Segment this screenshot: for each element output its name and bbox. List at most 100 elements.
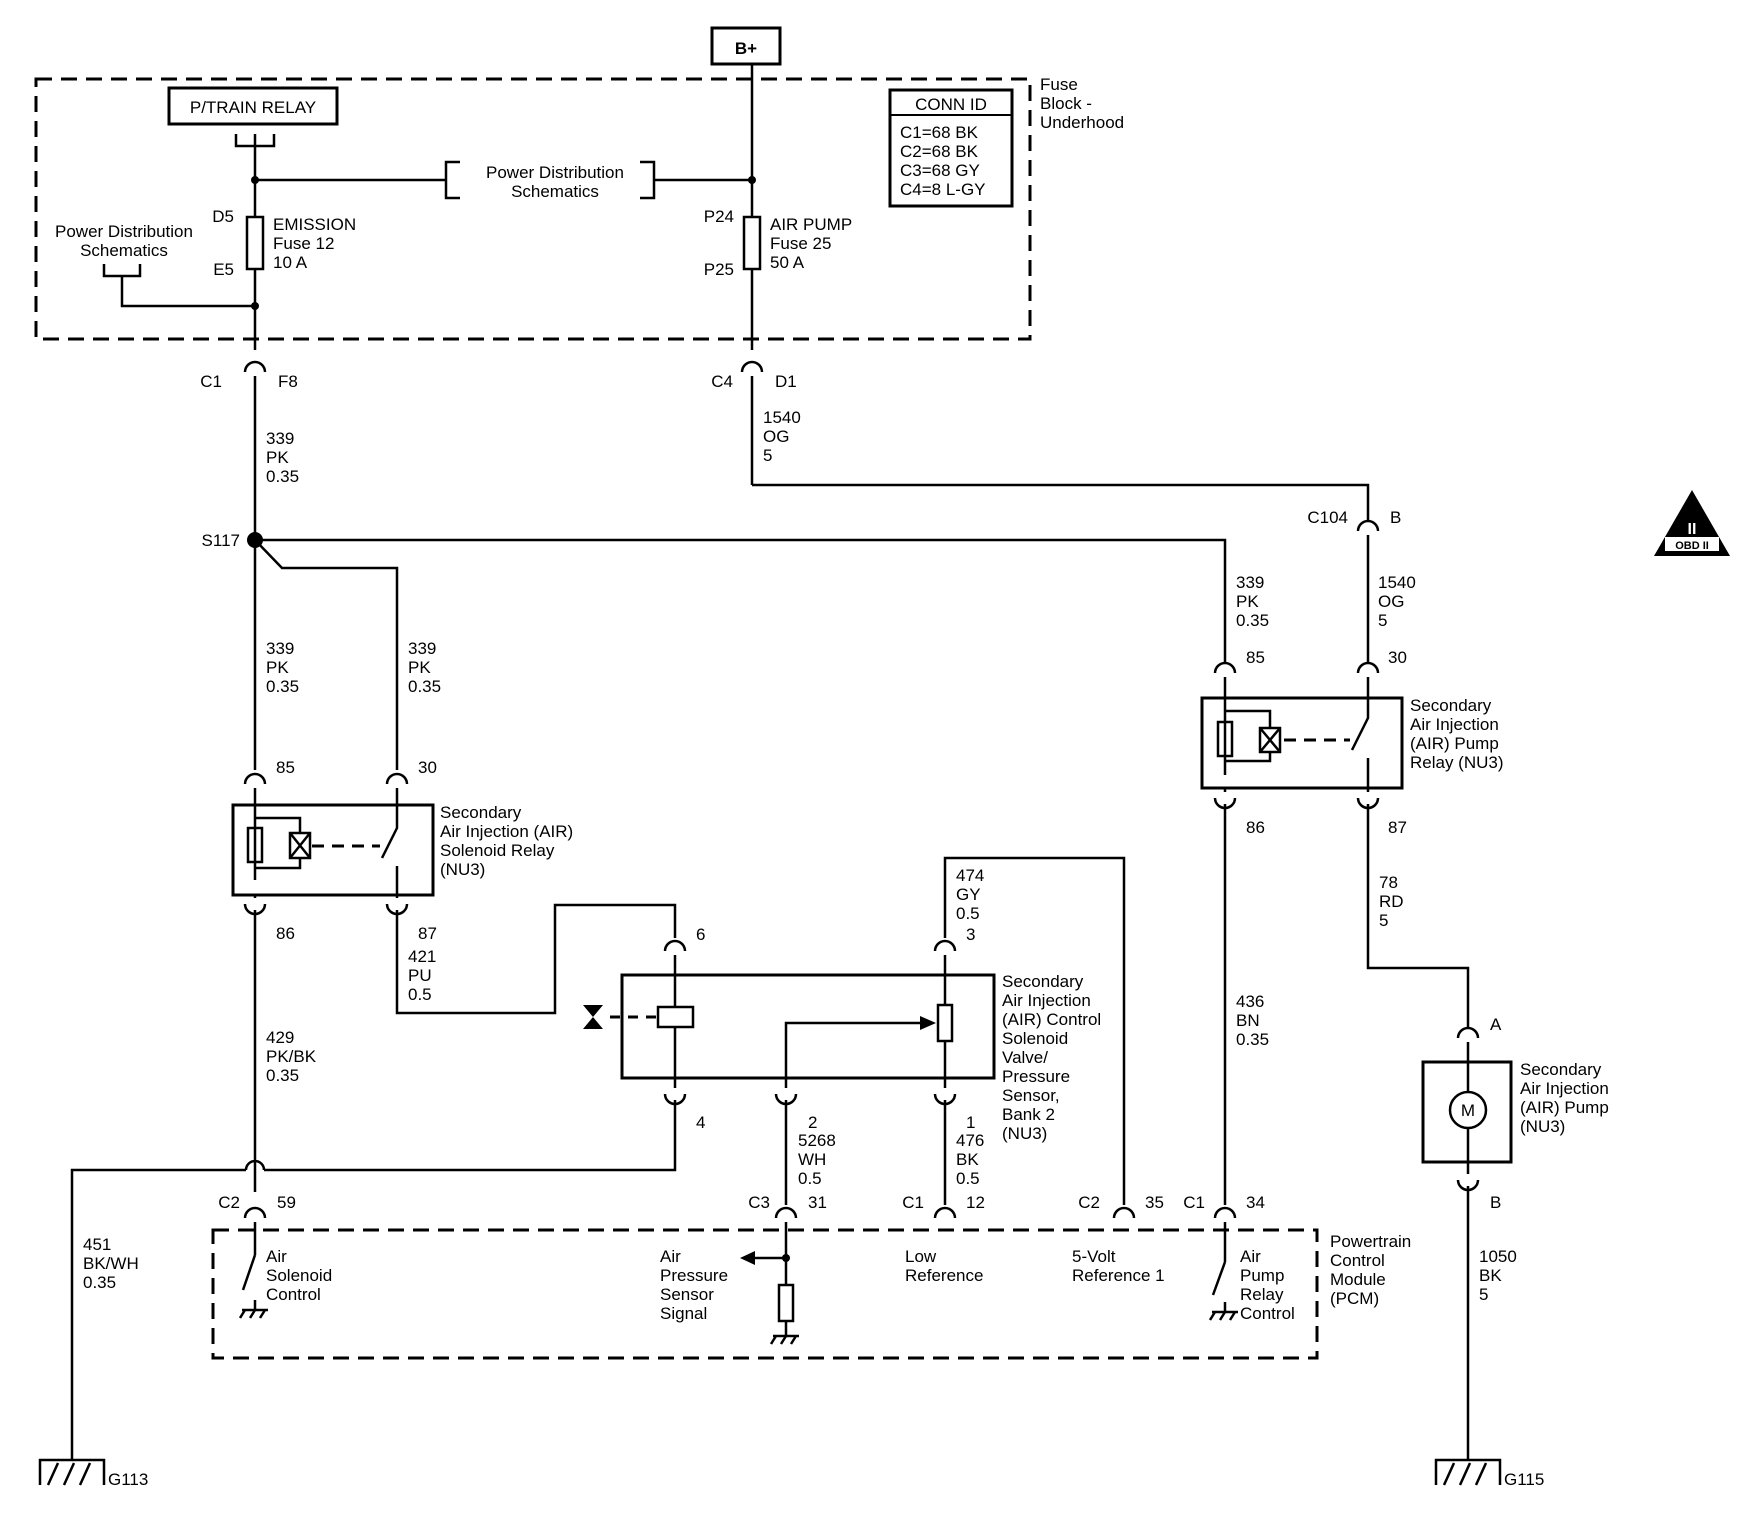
wire-451-color: BK/WH <box>83 1254 139 1273</box>
pump-pinA: A <box>1490 1015 1502 1034</box>
control-valve-label-2: Air Injection <box>1002 991 1091 1010</box>
obd-ii-numeral: II <box>1688 521 1697 538</box>
fuse-block-label-3: Underhood <box>1040 113 1124 132</box>
emission-fuse-out: E5 <box>213 260 234 279</box>
pr-pin85: 85 <box>1246 648 1265 667</box>
wire-451-num: 451 <box>83 1235 111 1254</box>
connector-c4-d1 <box>740 360 764 373</box>
control-valve-label-5: Valve/ <box>1002 1048 1048 1067</box>
solenoid-relay-label-1: Secondary <box>440 803 522 822</box>
wire-78-color: RD <box>1379 892 1404 911</box>
ptrain-relay-box <box>167 86 339 126</box>
pcm-pump-relay-4: Control <box>1240 1304 1295 1323</box>
sr-pin30: 30 <box>418 758 437 777</box>
wire-1540-b-num: 1540 <box>1378 573 1416 592</box>
pcm-sensor-resistor <box>777 1283 795 1323</box>
air-pump-fuse-name: AIR PUMP <box>770 215 852 234</box>
wire-436-size: 0.35 <box>1236 1030 1269 1049</box>
wire-339-a-num: 339 <box>266 429 294 448</box>
pr-pin86: 86 <box>1246 818 1265 837</box>
pcm-low-ref-2: Reference <box>905 1266 983 1285</box>
pcm-five-volt-1: 5-Volt <box>1072 1247 1116 1266</box>
air-pump-fuse-rating: 50 A <box>770 253 805 272</box>
pump-pinB: B <box>1490 1193 1501 1212</box>
motor-symbol: M <box>1461 1101 1475 1120</box>
b-plus-label: B+ <box>735 39 757 58</box>
wire-339-a-size: 0.35 <box>266 467 299 486</box>
pcm-air-pressure-2: Pressure <box>660 1266 728 1285</box>
pcm-air-solenoid-1: Air <box>266 1247 287 1266</box>
signal-arrow-icon <box>740 1251 755 1265</box>
c3-31-left: C3 <box>748 1193 770 1212</box>
power-dist-mid-bracket-right <box>640 160 656 200</box>
emission-fuse-rating: 10 A <box>273 253 308 272</box>
wire-429-num: 429 <box>266 1028 294 1047</box>
control-valve-label-9: (NU3) <box>1002 1124 1047 1143</box>
pcm-air-solenoid-2: Solenoid <box>266 1266 332 1285</box>
pump-relay-label-1: Secondary <box>1410 696 1492 715</box>
control-valve-label-1: Secondary <box>1002 972 1084 991</box>
c1-12-left: C1 <box>902 1193 924 1212</box>
c1-34-left: C1 <box>1183 1193 1205 1212</box>
conn-id-box <box>888 88 1014 208</box>
wire-339-b-num: 339 <box>266 639 294 658</box>
fuse-block-enclosure <box>34 77 1032 341</box>
sensor-arrow-icon <box>920 1016 936 1030</box>
pcm-air-solenoid-3: Control <box>266 1285 321 1304</box>
pr-pin30-connector <box>1356 661 1380 674</box>
conn-id-title: CONN ID <box>915 95 987 114</box>
wire-hop-icon <box>244 1159 266 1171</box>
solenoid-relay-label-2: Air Injection (AIR) <box>440 822 573 841</box>
wire-78-num: 78 <box>1379 873 1398 892</box>
c2-35-left: C2 <box>1078 1193 1100 1212</box>
power-dist-left-2: Schematics <box>80 241 168 260</box>
pr-pin85-connector <box>1213 661 1237 674</box>
pcm-ground-3-icon <box>1208 1302 1238 1321</box>
ptrain-relay-terminal <box>234 134 276 176</box>
wire-339-c-num: 339 <box>408 639 436 658</box>
c2-59-right: 59 <box>277 1193 296 1212</box>
wire-1540-a-size: 5 <box>763 446 772 465</box>
connector-c2-35 <box>1112 1206 1136 1219</box>
wire-451-size: 0.35 <box>83 1273 116 1292</box>
c1-f8-left: C1 <box>200 372 222 391</box>
pump-relay-label-3: (AIR) Pump <box>1410 734 1499 753</box>
wire-5268-size: 0.5 <box>798 1169 822 1188</box>
solenoid-relay-box <box>231 803 435 897</box>
sr-resistor <box>246 826 264 864</box>
wire-436-color: BN <box>1236 1011 1260 1030</box>
pcm-label-4: (PCM) <box>1330 1289 1379 1308</box>
wire-339-d-num: 339 <box>1236 573 1264 592</box>
power-dist-left-1: Power Distribution <box>55 222 193 241</box>
pcm-air-pressure-1: Air <box>660 1247 681 1266</box>
sr-pin85: 85 <box>276 758 295 777</box>
wire-5268-color: WH <box>798 1150 826 1169</box>
c2-59-left: C2 <box>218 1193 240 1212</box>
ptrain-relay-label: P/TRAIN RELAY <box>190 98 316 117</box>
pr-pin30: 30 <box>1388 648 1407 667</box>
conn-id-line-1: C1=68 BK <box>900 123 979 142</box>
solenoid-relay-label-3: Solenoid Relay <box>440 841 555 860</box>
air-pump-fuse-in: P24 <box>704 207 734 226</box>
connector-c2-59 <box>243 1206 267 1219</box>
control-valve-label-6: Pressure <box>1002 1067 1070 1086</box>
valve-pin1: 1 <box>966 1113 975 1132</box>
c1-f8-right: F8 <box>278 372 298 391</box>
air-pump-label-3: (AIR) Pump <box>1520 1098 1609 1117</box>
connector-c3-31 <box>774 1206 798 1219</box>
wire-474-color: GY <box>956 885 981 904</box>
pcm-pump-relay-2: Pump <box>1240 1266 1284 1285</box>
splice-s117-label: S117 <box>202 531 240 550</box>
air-pump-label-1: Secondary <box>1520 1060 1602 1079</box>
wire-429-size: 0.35 <box>266 1066 299 1085</box>
air-pump-fuse-out: P25 <box>704 260 734 279</box>
power-dist-mid-1: Power Distribution <box>486 163 624 182</box>
pr-pin87: 87 <box>1388 818 1407 837</box>
power-dist-mid-bracket-left <box>444 160 460 200</box>
connector-c1-f8 <box>243 360 267 373</box>
wire-421-color: PU <box>408 966 432 985</box>
c1-12-right: 12 <box>966 1193 985 1212</box>
air-pump-label-4: (NU3) <box>1520 1117 1565 1136</box>
connector-c1-34 <box>1213 1206 1237 1219</box>
